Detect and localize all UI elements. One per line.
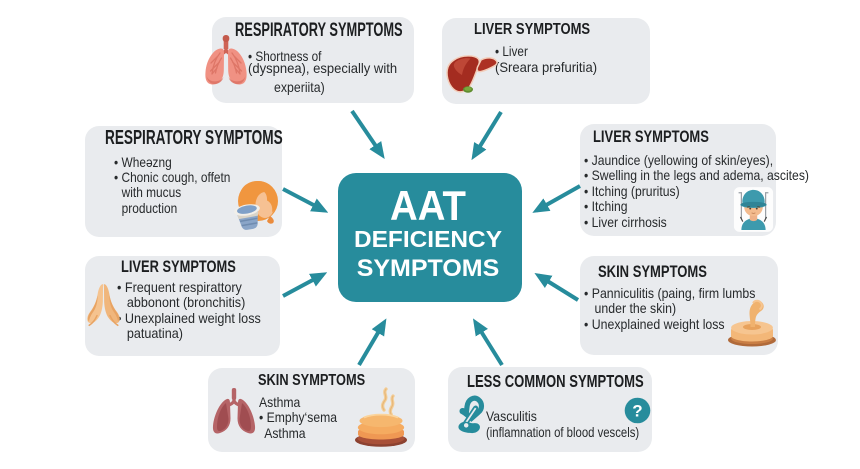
svg-text:?: ?: [632, 402, 642, 421]
